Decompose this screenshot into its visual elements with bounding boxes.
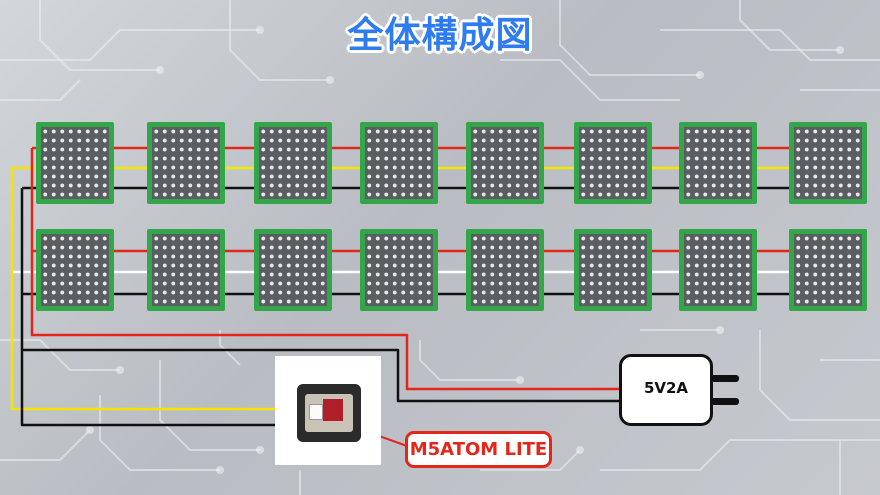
led-matrix-panel-icon (789, 122, 867, 204)
wire-signal-trunk (10, 168, 308, 411)
led-matrix-panel-icon (574, 229, 652, 311)
led-matrix-panel-icon (574, 122, 652, 204)
atom-case (297, 384, 361, 442)
led-matrix-panel-icon (36, 122, 114, 204)
wire-ground-atom (20, 350, 308, 427)
led-matrix-panel-icon (254, 229, 332, 311)
wire-ground-trunk (20, 188, 621, 403)
m5atom-lite-device-icon (275, 356, 381, 465)
led-matrix-panel-icon (679, 229, 757, 311)
led-matrix-panel-icon (147, 122, 225, 204)
led-matrix-panel-icon (466, 122, 544, 204)
plug-prong-icon (713, 375, 739, 382)
m5atom-lite-label: M5ATOM LITE (405, 431, 552, 468)
led-matrix-panel-icon (466, 229, 544, 311)
atom-connector (309, 404, 323, 420)
led-matrix-panel-icon (679, 122, 757, 204)
led-matrix-panel-icon (36, 229, 114, 311)
wire-power-trunk (30, 148, 621, 391)
plug-prong-icon (713, 398, 739, 405)
atom-chip (323, 399, 343, 421)
atom-board (305, 394, 353, 432)
led-matrix-panel-icon (360, 122, 438, 204)
power-supply-label: 5V2A (643, 379, 689, 397)
power-adapter-icon: 5V2A (619, 354, 713, 426)
led-matrix-panel-icon (789, 229, 867, 311)
led-matrix-panel-icon (254, 122, 332, 204)
led-matrix-panel-icon (360, 229, 438, 311)
page-title: 全体構成図 (347, 15, 533, 56)
led-matrix-panel-icon (147, 229, 225, 311)
